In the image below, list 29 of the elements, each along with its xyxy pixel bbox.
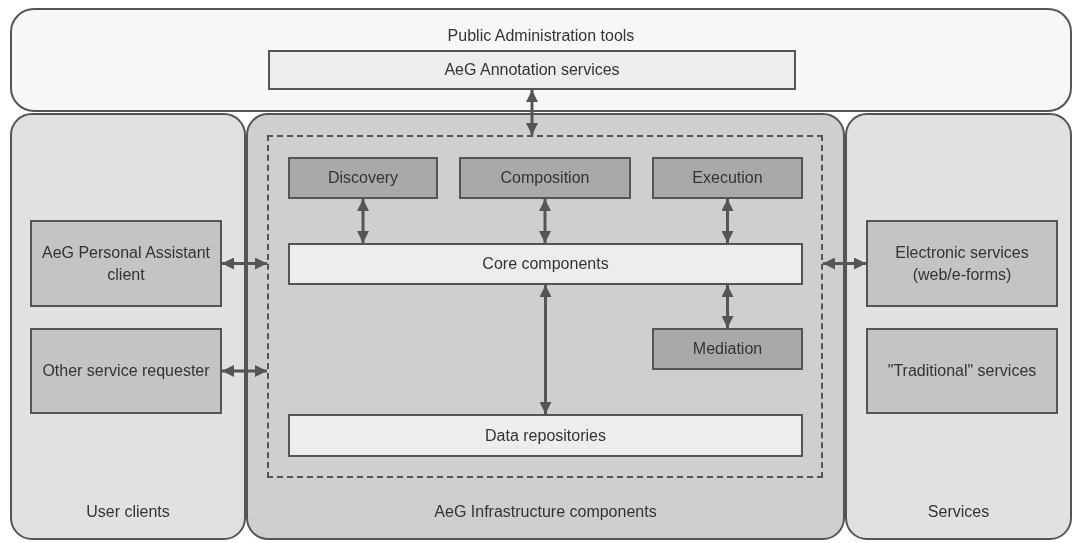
component-box: AeG Annotation services: [268, 50, 796, 90]
component-box: Mediation: [652, 328, 803, 370]
panel: [10, 8, 1072, 112]
double-arrow: [539, 199, 551, 243]
double-arrow: [222, 365, 267, 377]
panel-title: User clients: [86, 502, 170, 522]
panel: [845, 113, 1072, 540]
component-box: Core components: [288, 243, 803, 285]
panel: [10, 113, 246, 540]
double-arrow: [222, 257, 267, 270]
component-box: Discovery: [288, 157, 438, 199]
double-arrow: [721, 199, 734, 243]
panel-title: AeG Infrastructure components: [434, 502, 657, 522]
component-box: Execution: [652, 157, 803, 199]
double-arrow: [721, 285, 734, 328]
panel-title: Services: [927, 502, 990, 522]
dashed-group-box: [267, 135, 823, 478]
panel: [246, 113, 845, 540]
panel-title: Public Administration tools: [447, 26, 635, 46]
service-box: Electronic services (web/e-forms): [866, 220, 1058, 307]
component-box: Data repositories: [288, 414, 803, 457]
double-arrow: [823, 257, 866, 270]
service-box: "Traditional" services: [866, 328, 1058, 414]
component-box: Composition: [459, 157, 631, 199]
service-box: Other service requester: [30, 328, 222, 414]
double-arrow: [539, 285, 552, 414]
service-box: AeG Personal Assistant client: [30, 220, 222, 307]
double-arrow: [357, 199, 369, 243]
double-arrow: [526, 90, 538, 135]
